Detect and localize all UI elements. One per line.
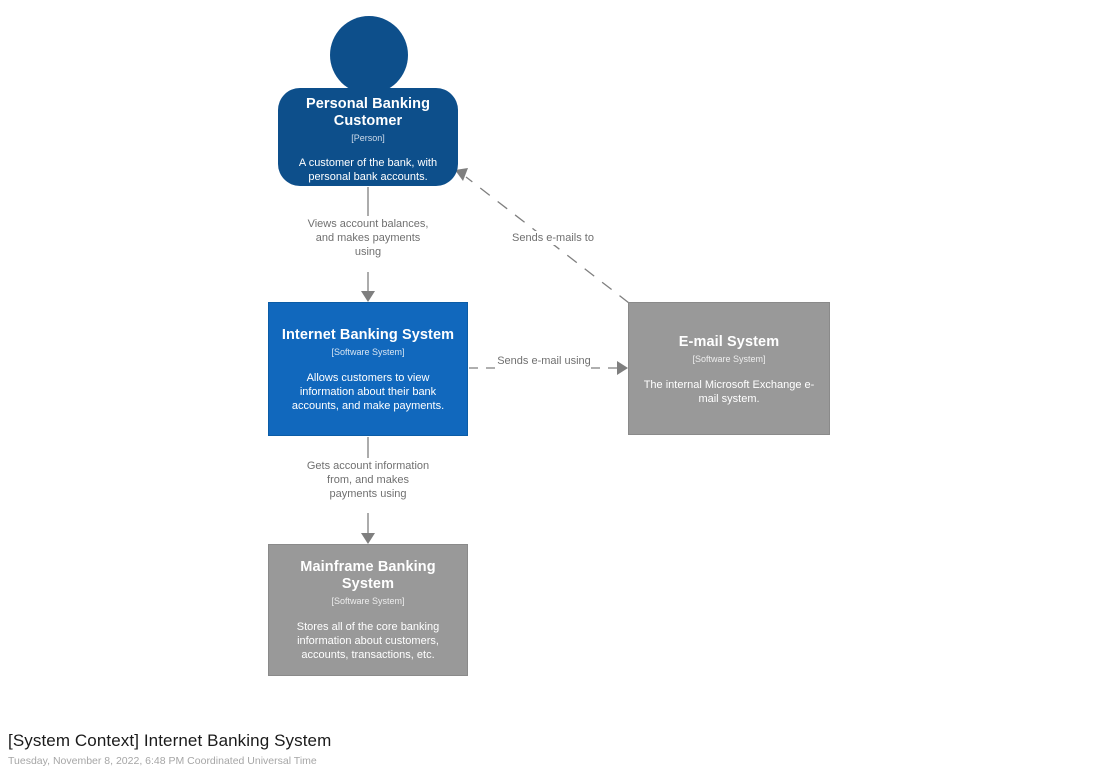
person-body-shape — [278, 88, 458, 186]
diagram-footer: [System Context] Internet Banking System… — [8, 729, 708, 768]
edge-label-internet-banking-to-mainframe: Gets account information from, and makes… — [303, 459, 433, 502]
node-description: A customer of the bank, with personal ba… — [298, 157, 438, 184]
edge-internet-banking-to-mainframe — [361, 437, 375, 544]
node-name: Mainframe Banking System — [300, 559, 436, 593]
node-email-system[interactable]: E-mail System [Software System] The inte… — [628, 302, 830, 435]
node-description: The internal Microsoft Exchange e-mail s… — [643, 378, 815, 405]
node-name: E-mail System — [678, 334, 780, 350]
node-internet-banking-system[interactable]: Internet Banking System [Software System… — [268, 302, 468, 436]
node-name: Internet Banking System — [281, 327, 455, 343]
person-head-icon — [330, 16, 408, 94]
edge-label-customer-to-internet-banking: Views account balances, and makes paymen… — [303, 217, 433, 260]
node-mainframe-banking-system[interactable]: Mainframe Banking System [Software Syste… — [268, 544, 468, 676]
node-name: Personal Banking Customer — [305, 96, 431, 130]
edge-internet-banking-to-email — [469, 361, 628, 375]
node-type-label: [Software System] — [331, 347, 405, 358]
edge-email-to-customer — [455, 168, 630, 304]
node-description: Allows customers to view information abo… — [291, 371, 445, 413]
edge-label-internet-banking-to-email: Sends e-mail using — [497, 354, 591, 369]
edge-customer-to-internet-banking — [361, 187, 375, 302]
page-title: [System Context] Internet Banking System — [8, 731, 332, 750]
edge-label-email-to-customer: Sends e-mails to — [500, 231, 606, 246]
node-type-label: [Person] — [351, 133, 385, 144]
node-type-label: [Software System] — [692, 354, 766, 365]
node-personal-banking-customer-shape[interactable] — [278, 16, 458, 186]
node-description: Stores all of the core banking informati… — [296, 621, 440, 662]
node-type-label: [Software System] — [331, 596, 405, 607]
page-timestamp: Tuesday, November 8, 2022, 6:48 PM Coord… — [8, 754, 317, 767]
node-personal-banking-customer[interactable]: Personal Banking Customer [Person] A cus… — [278, 96, 458, 186]
